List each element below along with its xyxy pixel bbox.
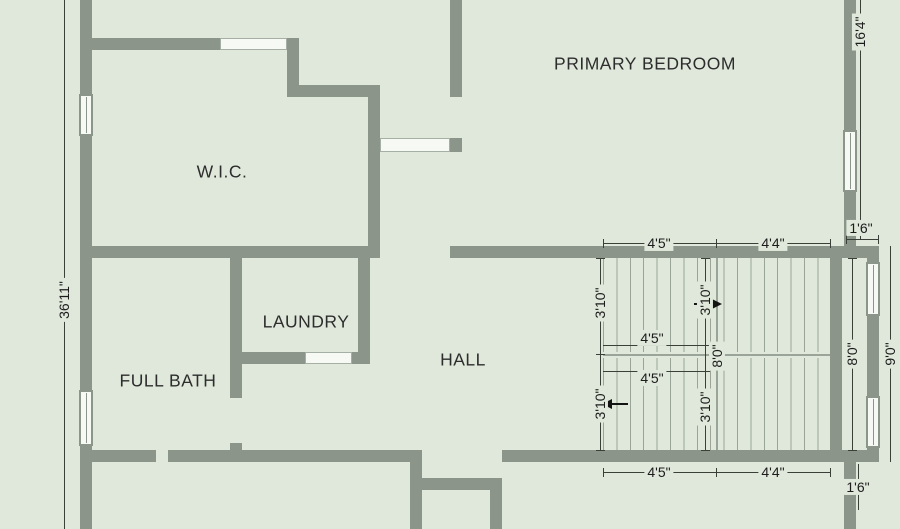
room-label-wic: W.I.C. [196, 161, 248, 182]
wall [287, 85, 380, 97]
wall [502, 450, 580, 462]
dim-label-stair-top-right: 4'4" [758, 234, 788, 252]
window [866, 396, 880, 448]
wall [450, 0, 462, 97]
door-opening [305, 352, 352, 364]
dimension-tick [830, 468, 831, 477]
wall [92, 246, 380, 258]
wall [422, 478, 502, 490]
dim-label-stair-right-inner: 8'0" [843, 339, 861, 369]
dimension-tick [848, 258, 857, 259]
window-pane-line [872, 399, 874, 445]
window [79, 390, 93, 446]
dim-label-right-offset-bottom: 1'6" [843, 478, 873, 496]
dimension-tick [716, 239, 717, 248]
wall [168, 450, 412, 462]
wall [599, 246, 867, 258]
dim-label-stair-center-upper: 3'10" [696, 281, 714, 319]
window [843, 130, 857, 192]
room-label-primary-bedroom: PRIMARY BEDROOM [554, 53, 736, 74]
dim-label-overall-left: 36'11" [55, 278, 73, 322]
wall [368, 85, 380, 258]
dimension-tick [603, 239, 604, 248]
room-label-hall: HALL [440, 349, 486, 370]
wall [92, 38, 220, 50]
wall [230, 352, 305, 364]
dimension-tick [716, 468, 717, 477]
dimension-tick [701, 345, 710, 346]
dim-label-stair-center-lower: 3'10" [696, 388, 714, 426]
wall [80, 0, 92, 529]
wall [844, 462, 856, 529]
dimension-tick [701, 371, 710, 372]
dimension-tick [701, 258, 710, 259]
wall [358, 258, 370, 352]
dimension-line [705, 258, 706, 450]
window-pane-line [85, 97, 87, 133]
dim-label-stair-bottom-left: 4'5" [644, 463, 674, 481]
dimension-tick [878, 235, 879, 244]
window-pane-line [849, 133, 851, 189]
door-opening [220, 38, 287, 50]
dim-label-right-upper: 16'4" [851, 13, 869, 51]
wall [580, 450, 867, 462]
dimension-line [64, 0, 65, 529]
window-pane-line [85, 393, 87, 443]
wall [287, 38, 299, 97]
stair-direction-arrow-icon [712, 299, 722, 309]
dimension-tick [830, 239, 831, 248]
room-label-full-bath: FULL BATH [119, 370, 217, 391]
dim-label-stair-left-upper: 3'10" [591, 284, 609, 322]
stair-direction-arrow [612, 403, 628, 405]
dim-label-right-offset-top: 1'6" [846, 219, 876, 237]
window [866, 262, 880, 316]
wall [490, 490, 502, 529]
dim-label-stair-left-lower: 3'10" [591, 385, 609, 423]
dim-label-overall-right-lower: 9'0" [881, 339, 899, 369]
dim-label-stair-bottom-right: 4'4" [758, 463, 788, 481]
wall [450, 138, 462, 152]
wall [830, 258, 842, 450]
dimension-line [846, 239, 879, 240]
room-label-laundry: LAUNDRY [262, 311, 350, 332]
window-pane-line [872, 265, 874, 313]
wall [352, 352, 370, 364]
cased-opening [380, 138, 450, 152]
dimension-tick [848, 450, 857, 451]
wall [450, 246, 599, 258]
dimension-tick [846, 235, 847, 244]
wall [410, 450, 422, 529]
dimension-tick [701, 450, 710, 451]
dimension-tick [596, 354, 605, 355]
dim-label-stair-top-left: 4'5" [644, 234, 674, 252]
dim-label-stair-center-span: 8'0" [708, 341, 726, 371]
dimension-line [860, 0, 861, 240]
window [79, 94, 93, 136]
dim-label-stair-inner-upper: 4'5" [637, 329, 667, 347]
wall [230, 258, 242, 398]
dim-label-stair-inner-lower: 4'5" [637, 369, 667, 387]
dimension-tick [596, 258, 605, 259]
dimension-tick [603, 468, 604, 477]
wall [92, 450, 156, 462]
dimension-tick [596, 450, 605, 451]
